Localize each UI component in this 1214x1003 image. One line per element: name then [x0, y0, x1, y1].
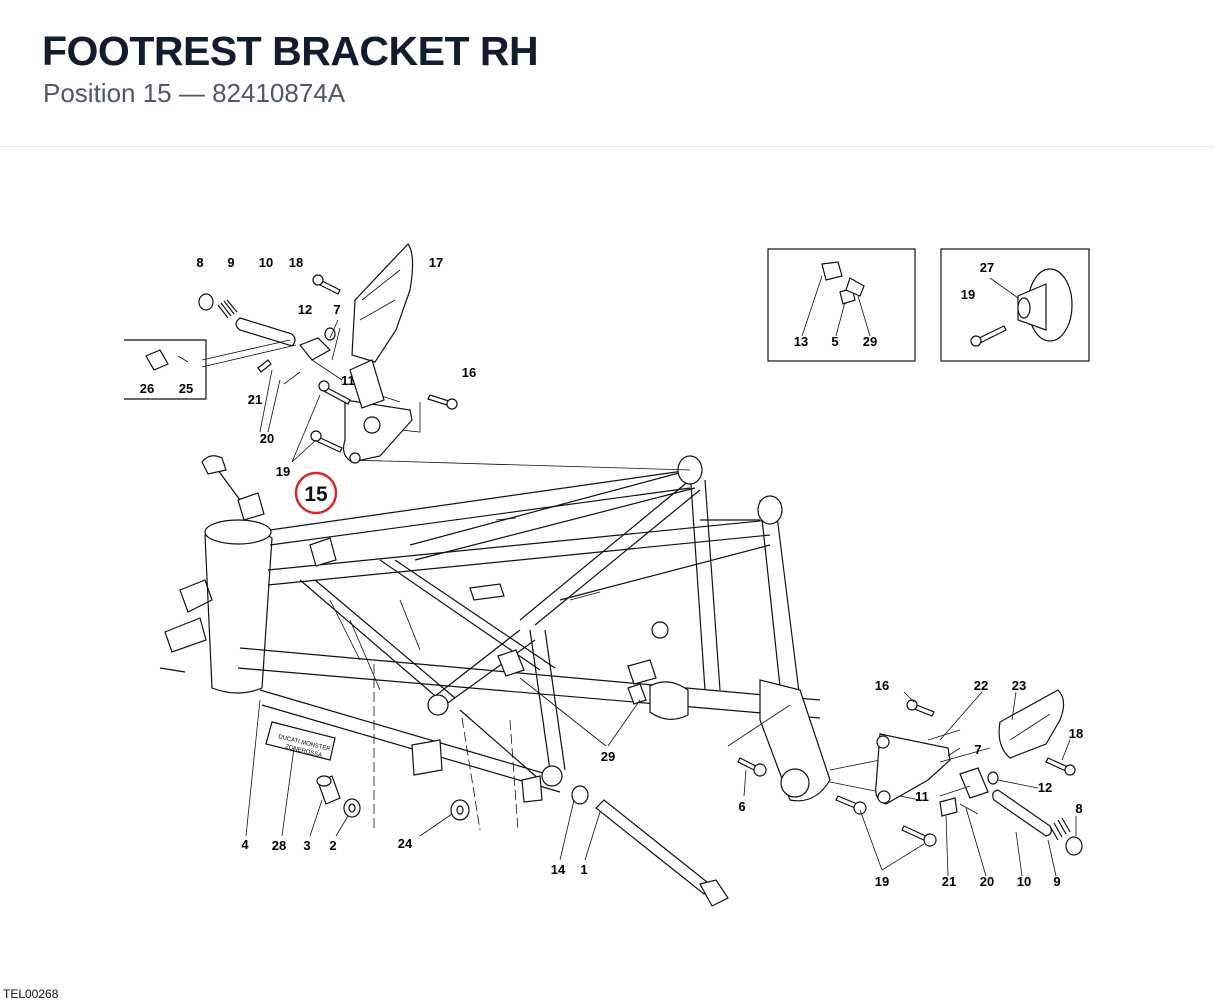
callout-9: 9	[227, 255, 234, 270]
callout-2: 2	[329, 838, 336, 853]
position-15-marker[interactable]: 15	[294, 471, 338, 515]
page-subtitle: Position 15 — 82410874A	[43, 78, 346, 108]
callout-7-right: 7	[974, 742, 981, 757]
callout-21-right: 21	[942, 874, 956, 889]
inset-detail-27-19	[940, 248, 1090, 362]
callout-22: 22	[974, 678, 988, 693]
lower-loose-parts: DUCATI MONSTER ZONEROSSA	[245, 677, 767, 907]
callout-20: 20	[260, 431, 274, 446]
callout-17: 17	[429, 255, 443, 270]
inset-detail-13-5-29	[767, 248, 916, 362]
drawing-code: TEL00268	[3, 987, 59, 1001]
callout-24: 24	[398, 836, 413, 851]
callout-9-right: 9	[1053, 874, 1060, 889]
callout-26: 26	[140, 381, 154, 396]
callout-6: 6	[738, 799, 745, 814]
callout-29: 29	[601, 749, 615, 764]
callout-16: 16	[462, 365, 476, 380]
callout-8-right: 8	[1075, 801, 1082, 816]
callout-28: 28	[272, 838, 286, 853]
callout-21: 21	[248, 392, 262, 407]
callout-23: 23	[1012, 678, 1026, 693]
callout-3: 3	[303, 838, 310, 853]
callout-16-right: 16	[875, 678, 889, 693]
highlight-label: 15	[304, 483, 328, 506]
callout-20-right: 20	[980, 874, 994, 889]
exploded-parts-diagram: DUCATI MONSTER ZONEROSSA	[124, 243, 1090, 907]
frame-assembly	[159, 455, 831, 803]
callout-27: 27	[980, 260, 994, 275]
callout-8: 8	[196, 255, 203, 270]
assembly-leader-lines	[331, 327, 921, 831]
callout-labels: 8 9 10 18 17 12 7 11 21 20 16 19 26 25 1…	[140, 255, 1083, 889]
callout-5: 5	[831, 334, 838, 349]
callout-18-right: 18	[1069, 726, 1083, 741]
callout-18: 18	[289, 255, 303, 270]
callout-19-right: 19	[875, 874, 889, 889]
right-footrest-assembly	[835, 689, 1083, 877]
callout-13: 13	[794, 334, 808, 349]
callout-19: 19	[276, 464, 290, 479]
callout-10: 10	[259, 255, 273, 270]
callout-10-right: 10	[1017, 874, 1031, 889]
callout-1: 1	[580, 862, 587, 877]
page-title: FOOTREST BRACKET RH	[42, 28, 539, 74]
callout-19-inset: 19	[961, 287, 975, 302]
upper-footrest-assembly	[124, 243, 458, 464]
callout-11: 11	[341, 373, 355, 388]
callout-11-right: 11	[915, 789, 929, 804]
callout-7: 7	[333, 302, 340, 317]
callout-12: 12	[298, 302, 312, 317]
callout-12-right: 12	[1038, 780, 1052, 795]
highlight-circle	[294, 471, 338, 515]
callout-29-inset: 29	[863, 334, 877, 349]
callout-4: 4	[241, 837, 249, 852]
page-header: FOOTREST BRACKET RH Position 15 — 824108…	[0, 0, 1214, 147]
callout-25: 25	[179, 381, 193, 396]
callout-14: 14	[551, 862, 566, 877]
